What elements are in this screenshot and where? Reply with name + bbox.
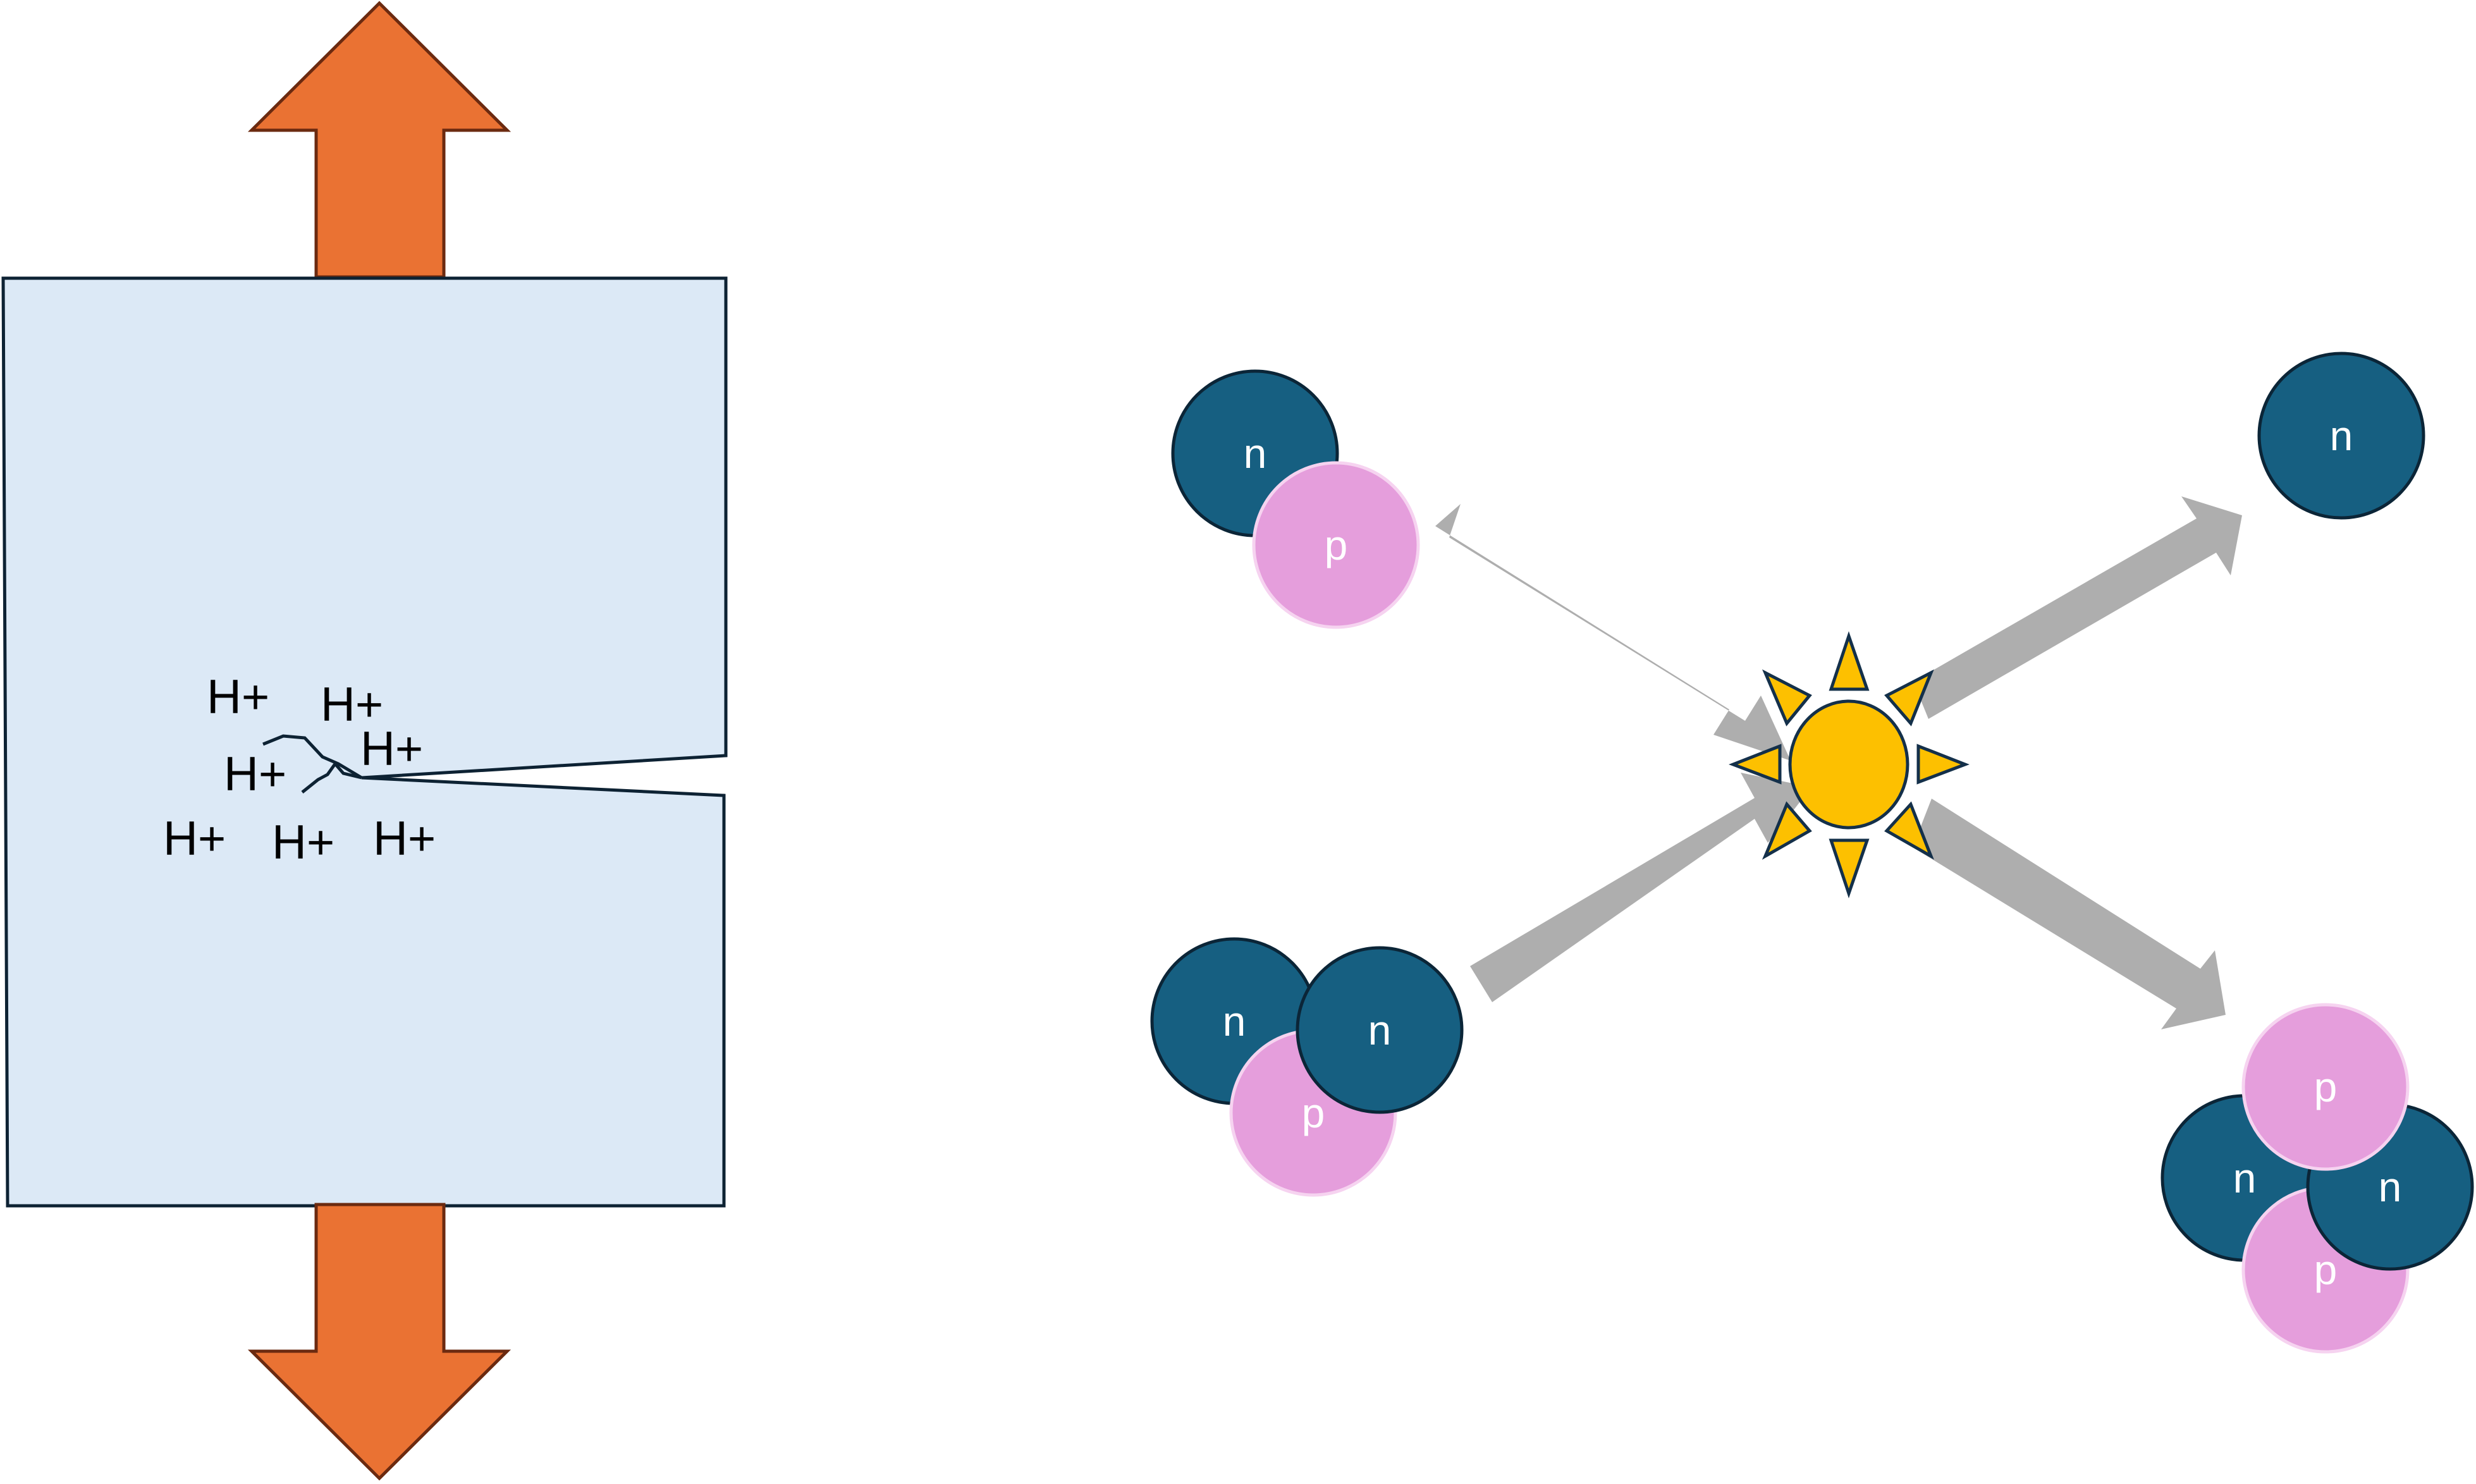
- proton-label: p: [2314, 1246, 2338, 1293]
- flash-ray: [1762, 801, 1812, 860]
- proton-label: p: [1325, 522, 1348, 568]
- neutron: [1296, 946, 1464, 1114]
- specimen-body: [1, 276, 728, 1208]
- proton: [2241, 1003, 2410, 1171]
- hydrogen-ion: H+: [207, 670, 269, 724]
- neutron-label: n: [2379, 1163, 2402, 1210]
- crack-branch: [262, 734, 363, 780]
- fusion-flash: [1729, 631, 1970, 898]
- arrow-triton-in: [1470, 773, 1811, 1002]
- load-arrow-down: [247, 1203, 512, 1481]
- flash-ray: [1829, 838, 1870, 898]
- proton-label: p: [2314, 1064, 2338, 1110]
- hydrogen-ion: H+: [360, 722, 423, 776]
- neutron-label: n: [1244, 430, 1267, 477]
- alpha-particle: n p n p: [2160, 1003, 2474, 1354]
- flash-ray: [1884, 669, 1934, 727]
- hydrogen-ion: H+: [163, 812, 226, 866]
- starburst-icon: [1788, 699, 1909, 830]
- deuteron: n p: [1171, 369, 1420, 629]
- flash-ray: [1829, 631, 1870, 691]
- neutron-label: n: [1223, 998, 1246, 1045]
- crack-branch: [301, 761, 362, 794]
- block-arrow-down-icon: [247, 1203, 512, 1481]
- neutron-label: n: [2233, 1155, 2257, 1201]
- reaction-arrows: [1435, 496, 2242, 1029]
- neutron-label: n: [2330, 412, 2353, 459]
- flash-ray: [1762, 669, 1812, 727]
- proton: [1252, 461, 1420, 629]
- arrow-alpha-out: [1913, 799, 2226, 1029]
- hydrogen-ion: H+: [272, 816, 334, 869]
- hydrogen-ions: H+ H+ H+ H+ H+ H+ H+: [163, 670, 436, 869]
- flash-ray: [1884, 801, 1934, 860]
- flash-ray: [1729, 744, 1782, 785]
- triton: n p n: [1150, 937, 1464, 1197]
- block-arrow-up-icon: [247, 1, 512, 279]
- proton-label: p: [1302, 1089, 1325, 1136]
- flash-ray: [1916, 744, 1970, 785]
- neutron: [2257, 352, 2425, 520]
- arrow-neutron-out: [1913, 496, 2242, 719]
- hydrogen-ion: H+: [373, 812, 436, 866]
- neutron-label: n: [1368, 1007, 1392, 1053]
- hydrogen-ion: H+: [224, 747, 286, 801]
- hydrogen-ion: H+: [321, 678, 383, 732]
- neutron-out: n: [2257, 352, 2425, 520]
- load-arrow-up: [247, 1, 512, 279]
- arrow-deuteron-in: [1435, 504, 1791, 761]
